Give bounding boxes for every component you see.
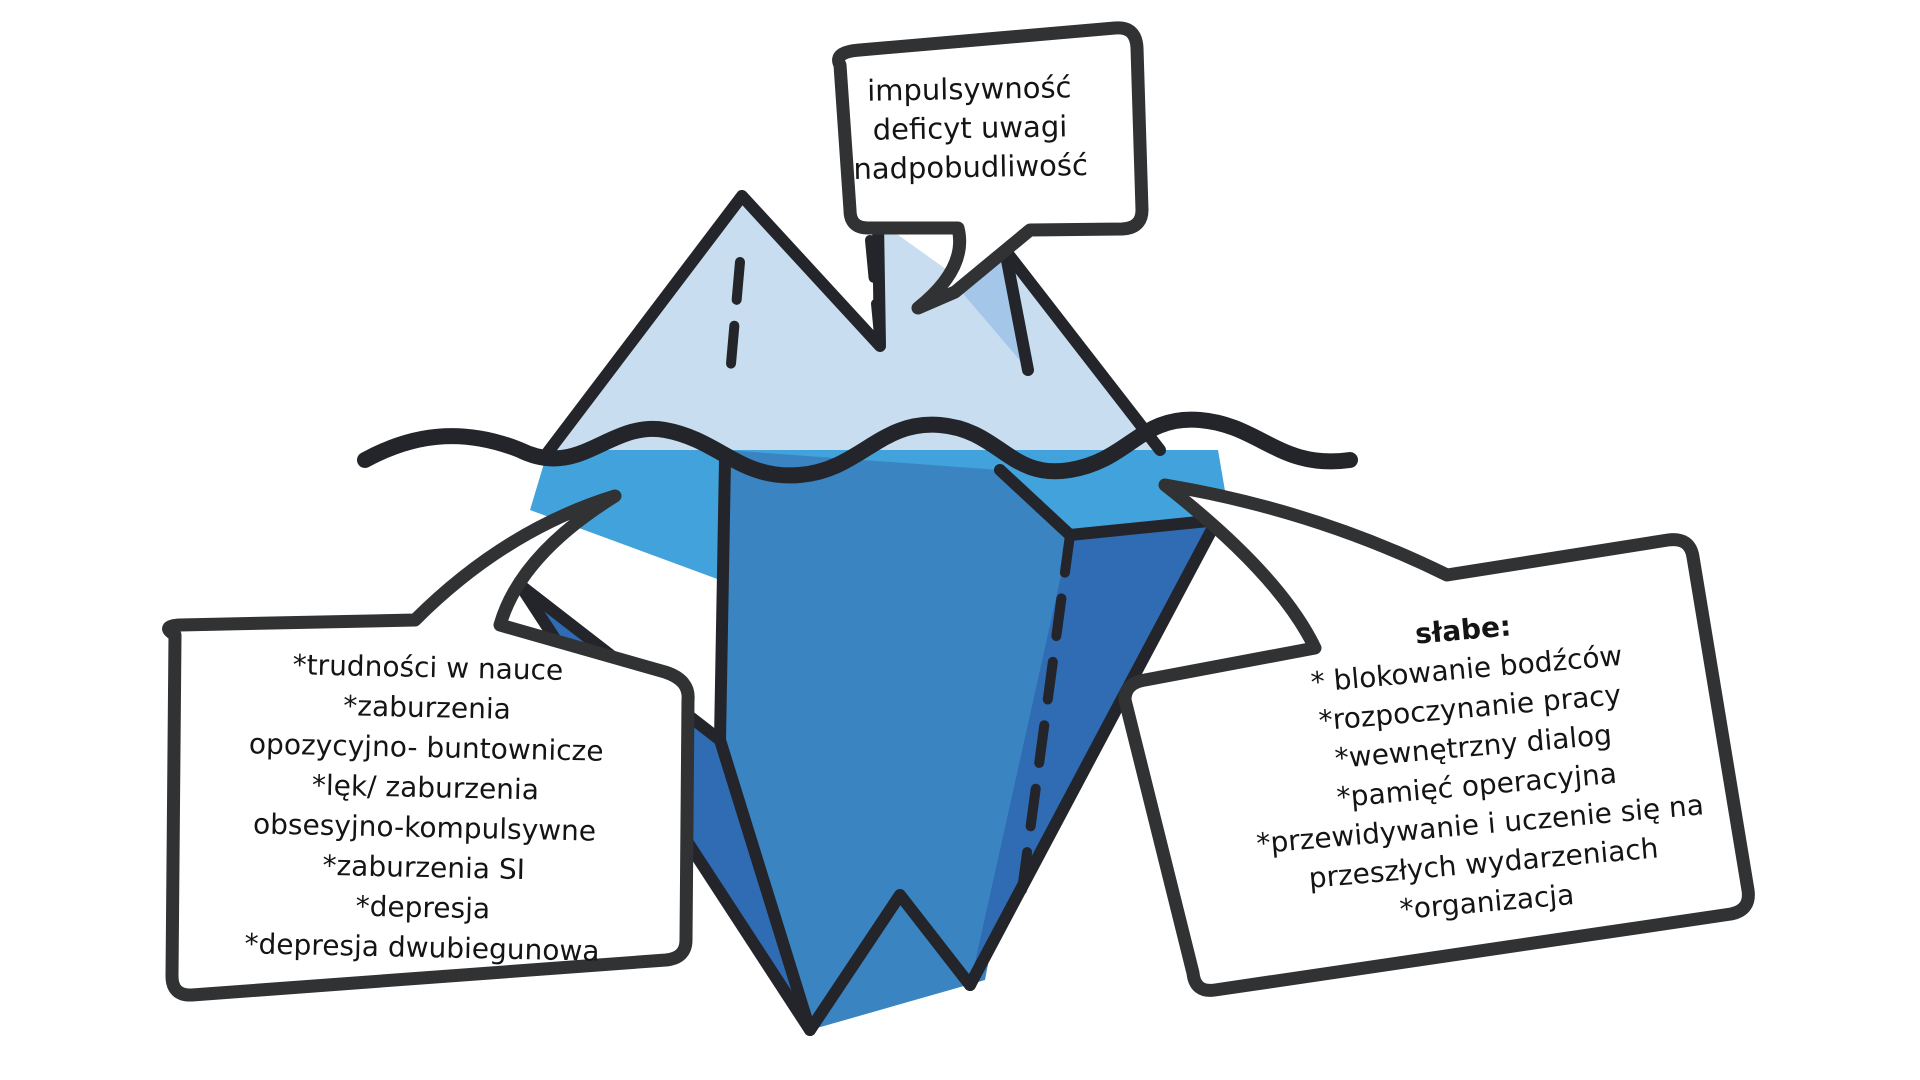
top-bubble-line: deficyt uwagi (872, 109, 1068, 147)
right-bubble-shape (1118, 478, 1755, 997)
top-bubble-line: impulsywność (866, 70, 1072, 108)
top-speech-bubble (832, 21, 1149, 315)
left-bubble-shape (162, 489, 695, 1002)
iceberg-body-mid (720, 450, 1070, 1030)
top-bubble-shape (832, 21, 1149, 315)
iceberg-outline-top (542, 190, 886, 458)
iceberg-dashed-edge-tip (725, 257, 745, 380)
water-wave-icon (357, 411, 1358, 484)
iceberg-outline-right-slope (999, 244, 1166, 456)
right-speech-bubble (1118, 478, 1755, 997)
right-bubble-text: słabe: * blokowanie bodźców *rozpoczynan… (1187, 587, 1762, 946)
left-bubble-text: *trudności w nauce *zaburzenia opozycyjn… (187, 643, 664, 973)
top-bubble-text: impulsywność deficyt uwagi nadpobudliwoś… (844, 68, 1096, 189)
iceberg-dashed-edge-peak (865, 235, 885, 351)
top-bubble-line: nadpobudliwość (853, 147, 1089, 187)
iceberg-dashed-edge-body (1015, 530, 1075, 910)
left-speech-bubble (162, 489, 695, 1002)
iceberg-outline-lower (964, 512, 1224, 991)
